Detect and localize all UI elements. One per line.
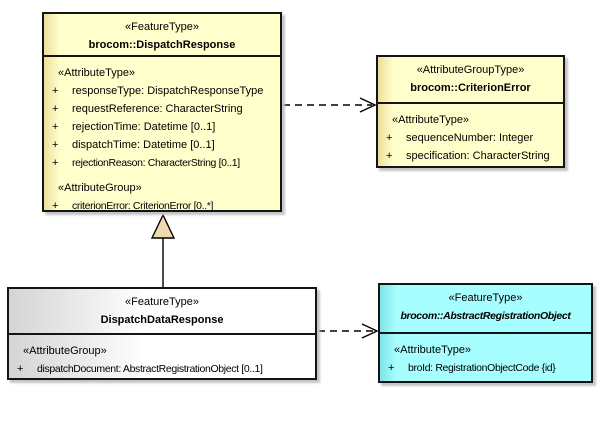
attribute-text: responseType: DispatchResponseType xyxy=(72,85,264,97)
visibility-marker: + xyxy=(386,132,393,144)
attribute-text: specification: CharacterString xyxy=(406,150,550,162)
attribute-row: + sequenceNumber: Integer xyxy=(378,129,563,147)
attribute-text: rejectionReason: CharacterString [0..1] xyxy=(72,157,240,169)
attribute-row: + rejectionTime: Datetime [0..1] xyxy=(44,118,280,136)
class-box-dispatch-response[interactable]: «FeatureType» brocom::DispatchResponse «… xyxy=(42,12,282,212)
class-title-compartment: «FeatureType» brocom::AbstractRegistrati… xyxy=(380,285,591,334)
class-attribute-compartment: «AttributeType» + broId: RegistrationObj… xyxy=(380,334,591,377)
class-title-compartment: «FeatureType» DispatchDataResponse xyxy=(9,289,315,335)
section-header: «AttributeType» xyxy=(394,344,472,356)
open-arrowhead-icon xyxy=(359,97,377,113)
attribute-text: dispatchTime: Datetime [0..1] xyxy=(72,139,215,151)
class-box-dispatch-data-response[interactable]: «FeatureType» DispatchDataResponse «Attr… xyxy=(7,287,317,380)
attribute-text: sequenceNumber: Integer xyxy=(406,132,534,144)
attribute-text: criterionError: CriterionError [0..*] xyxy=(72,200,214,212)
visibility-marker: + xyxy=(17,363,24,375)
class-title-compartment: «AttributeGroupType» brocom::CriterionEr… xyxy=(378,57,563,104)
attribute-row: + dispatchTime: Datetime [0..1] xyxy=(44,136,280,154)
class-name: brocom::CriterionError xyxy=(410,82,531,94)
hollow-triangle-arrowhead-icon xyxy=(150,213,176,239)
visibility-marker: + xyxy=(52,85,59,97)
visibility-marker: + xyxy=(52,121,59,133)
class-stereotype: «FeatureType» xyxy=(125,21,199,33)
attribute-row: + responseType: DispatchResponseType xyxy=(44,82,280,100)
class-attribute-compartment: «AttributeType» + responseType: Dispatch… xyxy=(44,57,280,215)
attribute-row: + requestReference: CharacterString xyxy=(44,100,280,118)
class-name: brocom::AbstractRegistrationObject xyxy=(400,310,571,322)
attribute-row: + dispatchDocument: AbstractRegistration… xyxy=(9,360,315,378)
class-name: DispatchDataResponse xyxy=(100,314,224,326)
section-header: «AttributeGroup» xyxy=(23,345,107,357)
class-attribute-compartment: «AttributeGroup» + dispatchDocument: Abs… xyxy=(9,335,315,378)
attribute-row: + criterionError: CriterionError [0..*] xyxy=(44,197,280,215)
attribute-text: rejectionTime: Datetime [0..1] xyxy=(72,121,216,133)
attribute-text: requestReference: CharacterString xyxy=(72,103,243,115)
open-arrowhead-icon xyxy=(361,323,379,339)
attribute-row: + specification: CharacterString xyxy=(378,147,563,165)
class-box-criterion-error[interactable]: «AttributeGroupType» brocom::CriterionEr… xyxy=(376,55,565,168)
section-header: «AttributeType» xyxy=(58,67,136,79)
class-attribute-compartment: «AttributeType» + sequenceNumber: Intege… xyxy=(378,104,563,165)
attribute-row: + rejectionReason: CharacterString [0..1… xyxy=(44,154,280,172)
visibility-marker: + xyxy=(52,200,59,212)
class-stereotype: «FeatureType» xyxy=(448,292,523,304)
class-name: brocom::DispatchResponse xyxy=(88,39,236,51)
dependency-connector-dispatchdataresponse-abstractregistrationobject[interactable] xyxy=(318,323,379,339)
class-box-abstract-registration-object[interactable]: «FeatureType» brocom::AbstractRegistrati… xyxy=(378,283,593,383)
generalization-connector-dispatchdataresponse-dispatchresponse[interactable] xyxy=(150,213,176,287)
visibility-marker: + xyxy=(52,157,59,169)
visibility-marker: + xyxy=(52,103,59,115)
visibility-marker: + xyxy=(52,139,59,151)
class-stereotype: «FeatureType» xyxy=(125,296,199,308)
attribute-text: dispatchDocument: AbstractRegistrationOb… xyxy=(37,363,263,375)
class-title-compartment: «FeatureType» brocom::DispatchResponse xyxy=(44,14,280,57)
attribute-text: broId: RegistrationObjectCode {id} xyxy=(408,362,556,374)
attribute-row: + broId: RegistrationObjectCode {id} xyxy=(380,359,591,377)
section-header: «AttributeGroup» xyxy=(58,182,142,194)
visibility-marker: + xyxy=(388,362,395,374)
dependency-connector-dispatchresponse-criterionerror[interactable] xyxy=(283,97,377,113)
section-header: «AttributeType» xyxy=(392,114,470,126)
class-stereotype: «AttributeGroupType» xyxy=(416,64,525,76)
visibility-marker: + xyxy=(386,150,393,162)
